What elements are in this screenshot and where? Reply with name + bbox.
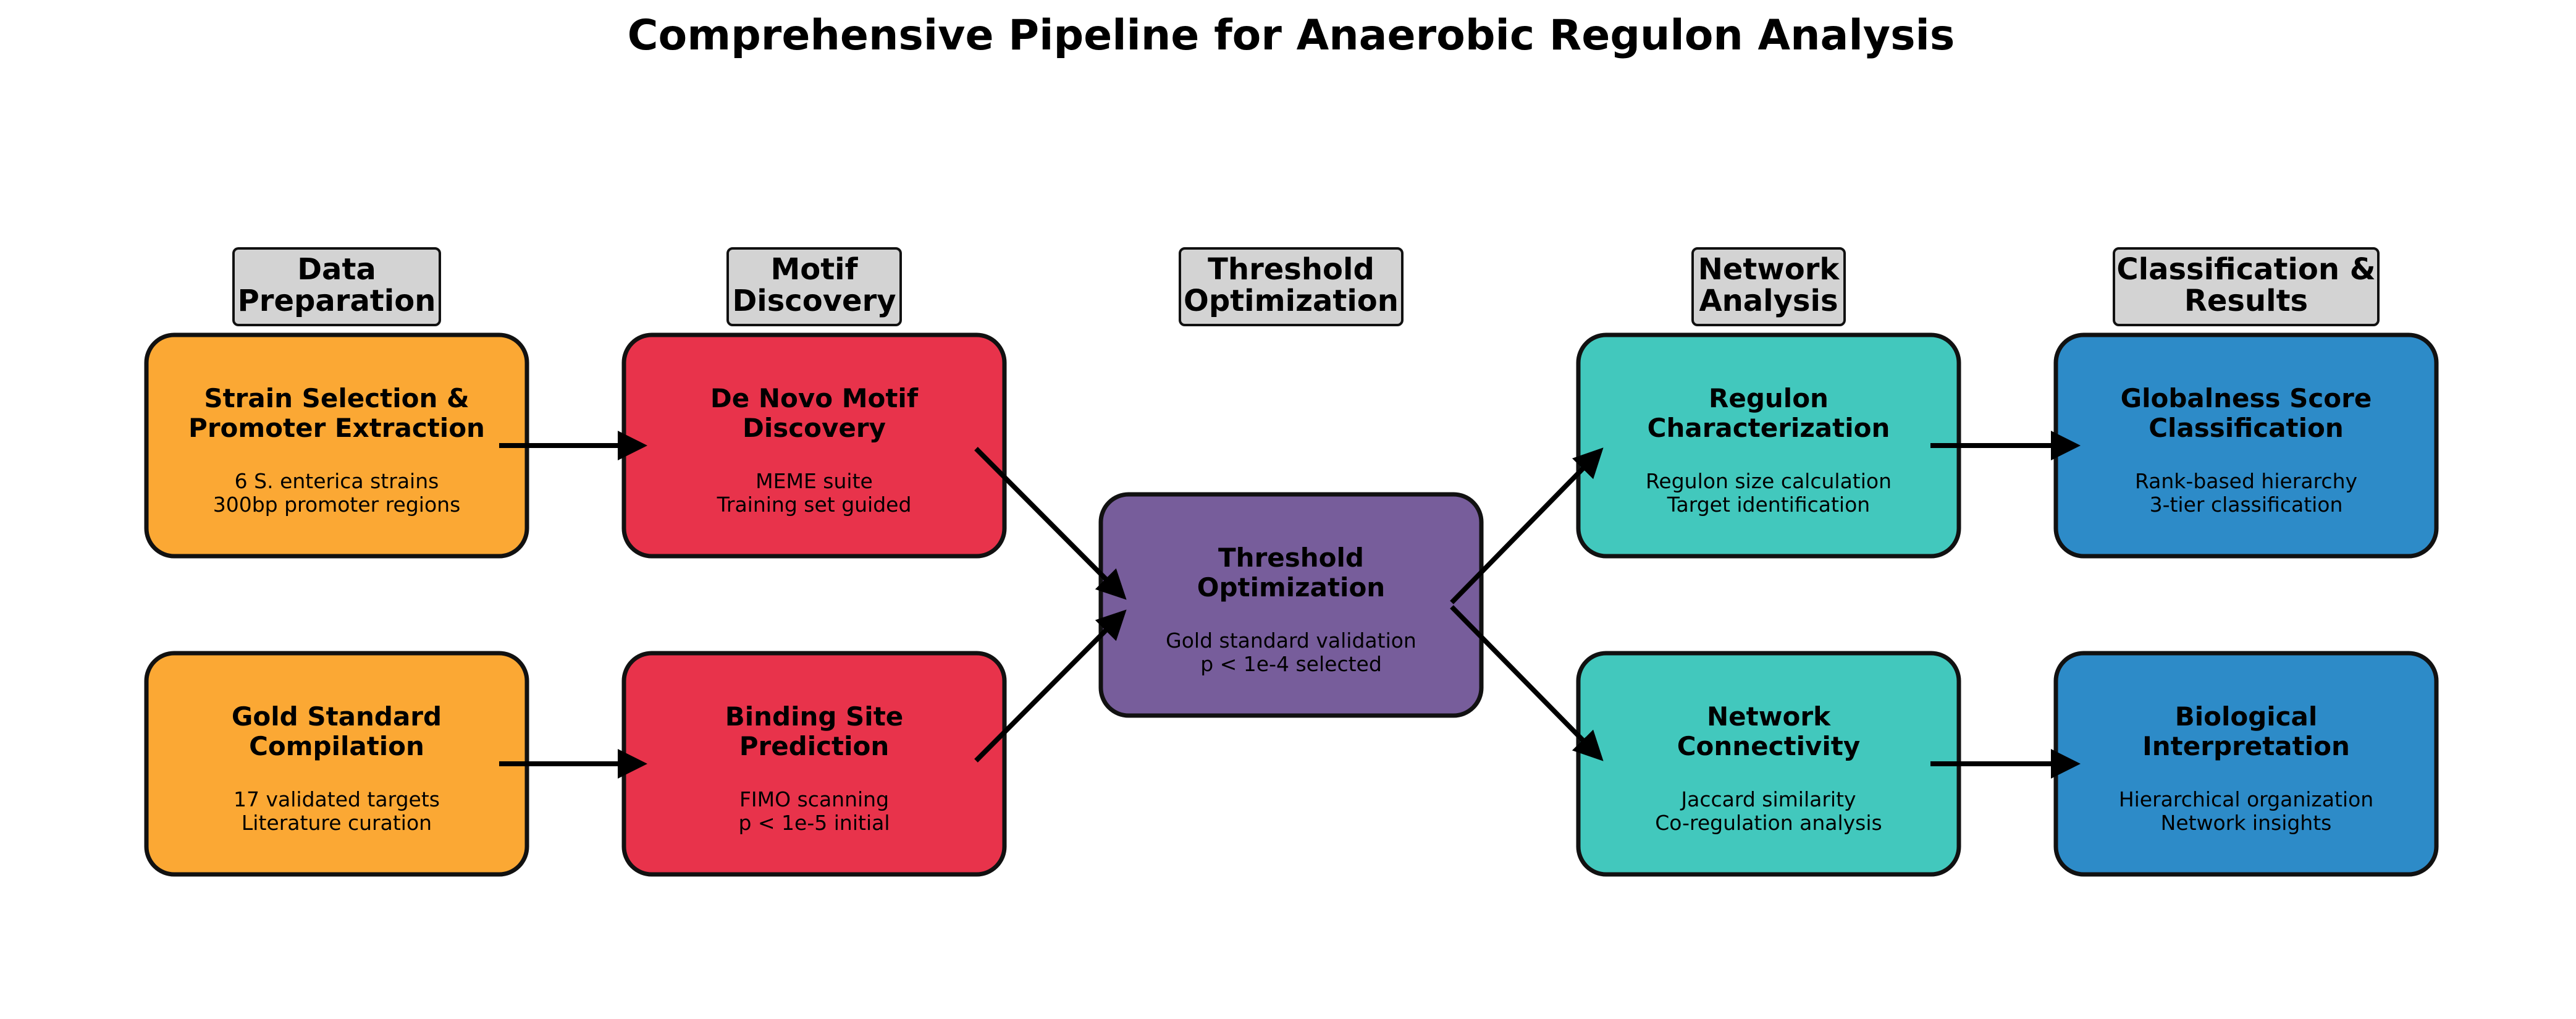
arrow-threshold-to-regulon — [1450, 447, 1604, 604]
box-description-line: 6 S. enterica strains — [235, 469, 439, 493]
box-globalness-classification: Globalness Score Classification Rank-bas… — [2053, 332, 2439, 559]
arrow-binding-to-threshold — [974, 609, 1127, 763]
box-binding-site: Binding Site Prediction FIMO scanning p … — [621, 651, 1007, 877]
box-title-line: Promoter Extraction — [188, 413, 485, 443]
box-description-line: FIMO scanning — [739, 787, 889, 811]
box-title-line: De Novo Motif — [710, 383, 919, 413]
section-label-motif-discovery: Motif Discovery — [726, 247, 902, 326]
box-regulon-characterization: Regulon Characterization Regulon size ca… — [1576, 332, 1961, 559]
section-label-threshold-optimization: Threshold Optimization — [1179, 247, 1404, 326]
box-description-line: Training set guided — [717, 493, 912, 517]
box-title-line: Connectivity — [1677, 731, 1861, 761]
box-threshold-optimization: Threshold Optimization Gold standard val… — [1098, 492, 1484, 718]
box-title-line: Gold Standard — [232, 701, 442, 732]
box-title-line: Strain Selection & — [204, 383, 469, 413]
arrow-motif-to-threshold — [974, 447, 1127, 600]
box-description-line: 17 validated targets — [234, 787, 440, 811]
box-de-novo-motif: De Novo Motif Discovery MEME suite Train… — [621, 332, 1007, 559]
box-network-connectivity: Network Connectivity Jaccard similarity … — [1576, 651, 1961, 877]
box-title-line: Globalness Score — [2121, 383, 2372, 413]
box-title-line: Compilation — [249, 731, 424, 761]
section-label-line: Data — [297, 252, 376, 287]
box-description-line: p < 1e-5 initial — [738, 811, 890, 835]
box-title-line: Prediction — [739, 731, 890, 761]
box-biological-interpretation: Biological Interpretation Hierarchical o… — [2053, 651, 2439, 877]
box-description-line: p < 1e-4 selected — [1200, 652, 1382, 676]
box-description-line: Regulon size calculation — [1646, 469, 1892, 493]
box-description-line: MEME suite — [756, 469, 873, 493]
box-title-line: Discovery — [743, 413, 886, 443]
box-title-line: Threshold — [1218, 543, 1364, 573]
box-description-line: Rank-based hierarchy — [2135, 469, 2357, 493]
box-title-line: Regulon — [1709, 383, 1829, 413]
box-title-line: Classification — [2149, 413, 2344, 443]
section-label-line: Threshold — [1208, 252, 1374, 287]
box-title-line: Binding Site — [725, 701, 904, 732]
box-description-line: Target identification — [1667, 493, 1870, 517]
box-title-line: Optimization — [1197, 572, 1385, 603]
box-description-line: Network insights — [2161, 811, 2332, 835]
section-label-line: Classification & — [2116, 252, 2375, 287]
box-gold-standard: Gold Standard Compilation 17 validated t… — [144, 651, 529, 877]
section-label-network-analysis: Network Analysis — [1691, 247, 1846, 326]
section-label-line: Discovery — [732, 284, 896, 318]
arrow-threshold-to-network — [1450, 605, 1604, 761]
box-description-line: Hierarchical organization — [2119, 787, 2373, 811]
box-description-line: 300bp promoter regions — [213, 493, 461, 517]
section-label-data-preparation: Data Preparation — [232, 247, 441, 326]
diagram-title: Comprehensive Pipeline for Anaerobic Reg… — [628, 11, 1955, 60]
box-title-line: Interpretation — [2142, 731, 2350, 761]
box-description-line: Gold standard validation — [1166, 628, 1416, 653]
box-title-line: Biological — [2175, 701, 2318, 732]
box-strain-selection: Strain Selection & Promoter Extraction 6… — [144, 332, 529, 559]
box-title-line: Characterization — [1648, 413, 1890, 443]
section-label-classification-results: Classification & Results — [2113, 247, 2380, 326]
box-description-line: Co-regulation analysis — [1655, 811, 1882, 835]
section-label-line: Preparation — [238, 284, 436, 318]
section-label-line: Results — [2184, 284, 2308, 318]
section-label-line: Optimization — [1184, 284, 1399, 318]
box-description-line: Literature curation — [242, 811, 432, 835]
box-description-line: Jaccard similarity — [1680, 787, 1856, 811]
section-label-line: Motif — [770, 252, 858, 287]
box-title-line: Network — [1707, 701, 1831, 732]
section-label-line: Network — [1698, 252, 1840, 287]
section-label-line: Analysis — [1699, 284, 1838, 318]
box-description-line: 3-tier classification — [2150, 493, 2343, 517]
